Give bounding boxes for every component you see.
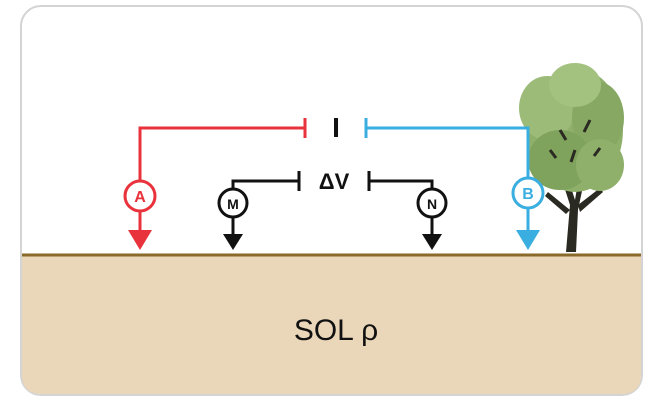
electrode-b: B	[511, 176, 545, 250]
current-label: I	[332, 112, 340, 143]
arrow-down-icon	[422, 234, 442, 250]
soil-region	[22, 255, 641, 394]
voltage-label: ΔV	[319, 169, 350, 194]
arrow-down-icon	[128, 230, 152, 250]
arrow-down-icon	[516, 230, 540, 250]
electrode-a: A	[123, 179, 157, 250]
electrode-m-label: M	[227, 196, 239, 212]
electrode-n-label: N	[427, 196, 437, 212]
electrode-m: M	[217, 187, 249, 250]
electrode-b-label: B	[522, 186, 534, 203]
arrow-down-icon	[223, 234, 243, 250]
electrode-a-label: A	[134, 189, 146, 206]
tree-icon	[519, 63, 624, 252]
electrode-n: N	[416, 187, 448, 250]
soil-label: SOL ρ	[294, 314, 378, 347]
